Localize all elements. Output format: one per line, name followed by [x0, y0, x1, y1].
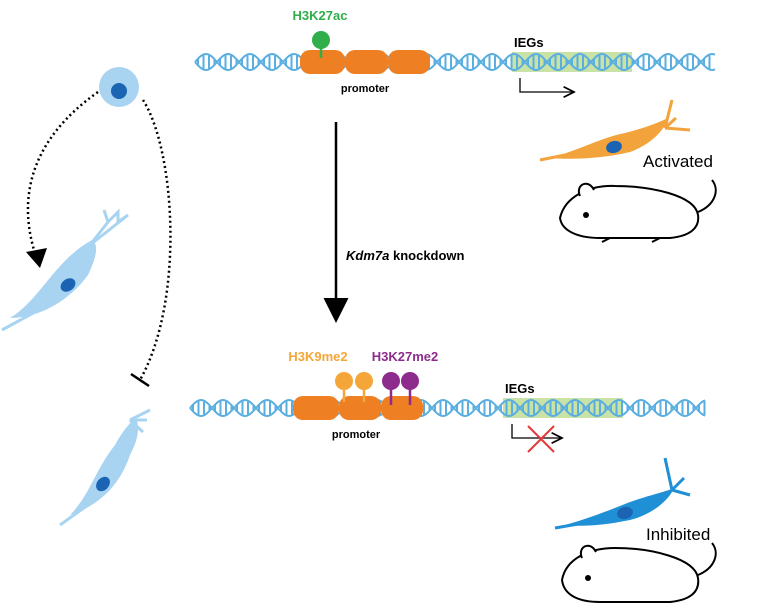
mouse-top: [558, 179, 717, 243]
inhibited-cell: [554, 457, 691, 530]
stem-cell: [99, 67, 139, 107]
iegs-label-bottom: IEGs: [505, 381, 535, 396]
promoter-nucleosomes-bottom: [293, 396, 423, 420]
activation-arc-arrow: [26, 90, 99, 263]
promoter-nucleosomes-top: [300, 50, 430, 74]
light-cell-lower: [59, 408, 151, 527]
methyl-marks-k9: [335, 372, 373, 402]
activation-arrowhead: [26, 248, 47, 268]
mouse-bottom: [560, 542, 717, 603]
activated-cell: [539, 99, 691, 162]
block-x-icon: [527, 425, 555, 453]
promoter-label-top: promoter: [341, 83, 390, 95]
h3k27me2-label: H3K27me2: [372, 349, 439, 364]
h3k9me2-label: H3K9me2: [288, 349, 347, 364]
dna-strand-top: [194, 52, 716, 72]
inhibited-label: Inhibited: [646, 525, 710, 544]
acetyl-mark: [312, 31, 330, 58]
h3k27ac-label: H3K27ac: [293, 8, 348, 23]
methyl-marks-k27: [382, 372, 419, 405]
iegs-label-top: IEGs: [514, 35, 544, 50]
transcription-arrow: [519, 78, 574, 92]
light-cell-upper: [1, 208, 129, 332]
blocked-transcription-arrow: [511, 424, 562, 438]
promoter-label-bottom: promoter: [332, 429, 381, 441]
inhibition-arc-line: [138, 99, 172, 381]
knockdown-label: Kdm7a knockdown: [346, 248, 465, 263]
activated-label: Activated: [643, 152, 713, 171]
inhibition-bar: [130, 372, 150, 388]
dna-strand-bottom: [189, 398, 706, 418]
